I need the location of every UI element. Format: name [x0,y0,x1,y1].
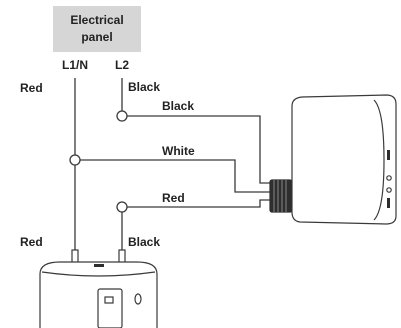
panel-box [53,6,141,52]
label-heater-right-black: Black [128,235,160,249]
terminal-junction-white [69,154,81,166]
wire-red-to-device [126,199,270,208]
heater-knob [134,293,142,305]
panel-title-line1: Electrical [70,13,123,27]
device-indicator-2 [387,198,390,208]
electrical-panel: Electrical panel [53,6,141,52]
panel-title-line2: panel [81,30,112,44]
label-panel-l2-black: Black [128,80,160,94]
terminal-label-l1n: L1/N [62,58,88,72]
label-panel-left-red: Red [20,81,43,95]
device-conduit-fitting [269,179,293,213]
label-black-to-device: Black [162,99,194,113]
terminal-l2 [116,110,128,122]
device-body [291,94,397,225]
device-button-1 [386,175,392,181]
wires [74,78,270,262]
device-indicator-1 [387,150,390,160]
water-heater [39,249,158,328]
controller-device [269,94,397,225]
wire-black-to-device [126,115,270,184]
label-heater-left-red: Red [20,235,43,249]
label-white-to-device: White [162,144,195,158]
terminal-red-junction [116,201,128,213]
terminal-label-l2: L2 [115,58,129,72]
device-front-face [373,99,385,221]
device-button-2 [386,187,392,193]
heater-access-panel [97,288,123,328]
label-red-to-device: Red [162,191,185,205]
wire-white-to-device [80,159,270,193]
